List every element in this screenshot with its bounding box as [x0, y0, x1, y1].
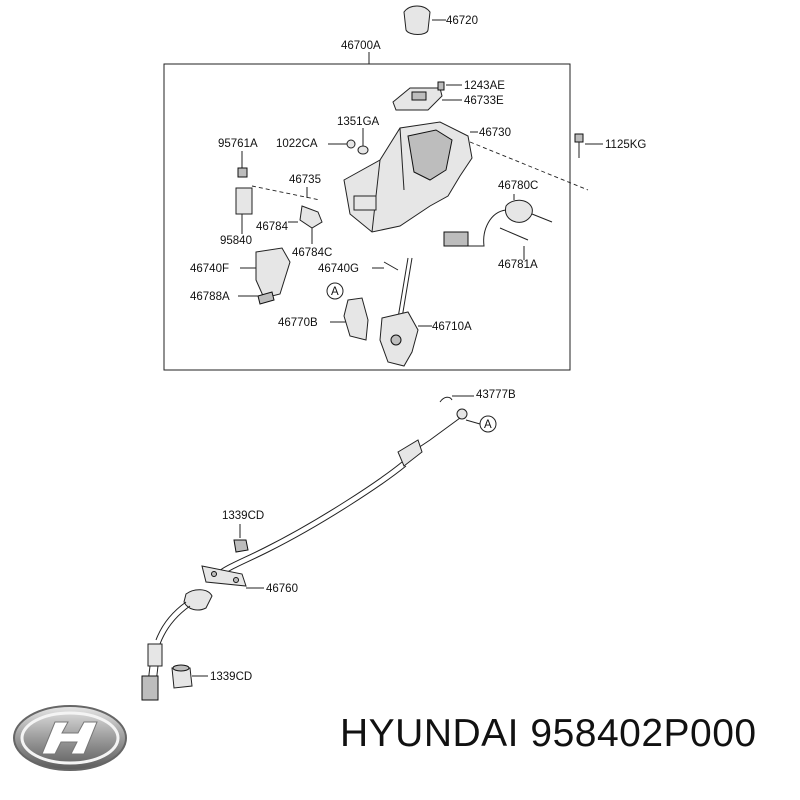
- part-number: 958402P000: [530, 712, 757, 755]
- label-46784C: 46784C: [292, 247, 332, 259]
- label-46720: 46720: [446, 15, 478, 27]
- connector-95761A: [237, 151, 248, 178]
- label-1243AE: 1243AE: [464, 80, 505, 92]
- brand-part-caption: HYUNDAI 958402P000: [340, 712, 757, 756]
- assembly-frame: [163, 63, 571, 371]
- label-46770B: 46770B: [278, 317, 318, 329]
- switch-95840: [235, 185, 321, 234]
- cover-46740F: [238, 247, 291, 305]
- label-46781A: 46781A: [498, 259, 538, 271]
- shift-knob-46720: [403, 5, 446, 35]
- wiring-46781A: [443, 209, 529, 260]
- reference-a-marker: A: [326, 282, 344, 300]
- label-46760: 46760: [266, 583, 298, 595]
- clip-1022CA: [328, 139, 356, 149]
- label-46700A: 46700A: [341, 40, 381, 52]
- bolt-1243AE: [437, 81, 462, 91]
- dash-1125KG: [469, 141, 589, 191]
- nut-1339CD-lower: [171, 664, 208, 689]
- label-95840: 95840: [220, 235, 252, 247]
- lever-46710A: [379, 257, 432, 367]
- reference-a-marker-cable: [465, 415, 497, 433]
- label-1125KG: 1125KG: [605, 139, 646, 151]
- shift-cable-46760: [141, 408, 468, 701]
- label-1339CD-lower: 1339CD: [210, 671, 252, 683]
- label-46733E: 46733E: [464, 95, 504, 107]
- reference-a-label-cable: A: [484, 419, 492, 431]
- detent-46784C: [288, 205, 323, 244]
- hyundai-logo-icon: [13, 705, 127, 771]
- brand-name: HYUNDAI: [340, 712, 520, 755]
- pin-46740G: [372, 261, 399, 271]
- label-1351GA: 1351GA: [337, 116, 380, 128]
- bracket-46770B: [330, 297, 369, 341]
- solenoid-46780C: [505, 194, 553, 223]
- cable-end-43777B: [439, 395, 474, 403]
- label-46730: 46730: [479, 127, 511, 139]
- label-46740G: 46740G: [318, 263, 359, 275]
- nut-1339CD-upper: [233, 524, 249, 553]
- label-46788A: 46788A: [190, 291, 230, 303]
- label-1339CD-upper: 1339CD: [222, 510, 264, 522]
- reference-a-label: A: [331, 286, 339, 298]
- label-46780C: 46780C: [498, 180, 538, 192]
- label-46710A: 46710A: [432, 321, 472, 333]
- label-95761A: 95761A: [218, 138, 258, 150]
- cover-46733E: [392, 87, 462, 111]
- shift-lever-housing-46730: [343, 121, 478, 233]
- nut-1351GA: [357, 128, 369, 155]
- label-46740F: 46740F: [190, 263, 229, 275]
- label-43777B: 43777B: [476, 389, 516, 401]
- label-46784: 46784: [256, 221, 289, 233]
- bolt-1125KG: [574, 133, 603, 158]
- label-46735: 46735: [289, 174, 321, 186]
- label-1022CA: 1022CA: [276, 138, 318, 150]
